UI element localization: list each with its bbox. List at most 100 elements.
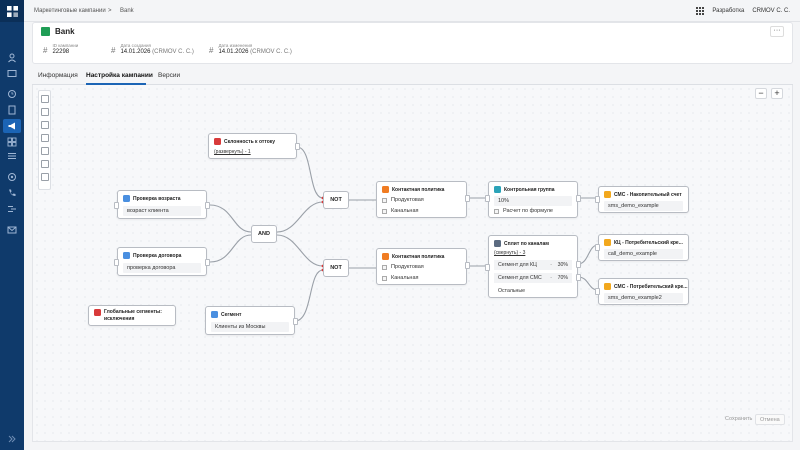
input-port[interactable] <box>595 244 600 251</box>
checkbox-channel[interactable]: Канальная <box>382 275 419 281</box>
output-port[interactable] <box>295 143 300 150</box>
more-menu-button[interactable]: ··· <box>770 26 784 37</box>
sidebar-item-chat[interactable] <box>3 67 21 81</box>
split-row-rest[interactable]: Остальные <box>498 288 526 294</box>
node-field[interactable]: call_demo_example <box>604 249 683 259</box>
tab-info[interactable]: Информация <box>38 72 78 79</box>
zoom-out-button[interactable]: − <box>755 88 767 99</box>
output-port-kc[interactable] <box>576 261 581 268</box>
node-sms-savings[interactable]: СМС - Накопительный счет sms_demo_exampl… <box>595 186 689 213</box>
policy-icon <box>382 186 389 193</box>
sidebar-item-documents[interactable] <box>3 103 21 117</box>
node-contact-policy-bottom[interactable]: Контактная политика Продуктовая Канальна… <box>376 248 470 285</box>
sidebar-item-settings[interactable] <box>3 170 21 184</box>
checkbox-channel[interactable]: Канальная <box>382 208 419 214</box>
node-header: Контактная политика <box>382 253 444 260</box>
output-port[interactable] <box>576 195 581 202</box>
node-title: Контрольная группа <box>504 186 555 193</box>
output-port[interactable] <box>465 262 470 269</box>
control-percent-field[interactable]: 10% <box>494 196 572 206</box>
mail-icon <box>7 226 17 234</box>
sidebar-expand[interactable] <box>3 432 21 446</box>
sidebar-item-users[interactable] <box>3 51 21 65</box>
flow-canvas[interactable]: − + Склонность к оттоку (развернуть) - 1… <box>32 85 793 442</box>
tool-phone-icon[interactable] <box>41 185 49 189</box>
phone-channel-icon <box>604 239 611 246</box>
zoom-in-button[interactable]: + <box>771 88 783 99</box>
input-port[interactable] <box>114 202 119 209</box>
sidebar-item-lists[interactable] <box>3 149 21 163</box>
node-segment[interactable]: Сегмент Клиенты из Москвы <box>205 306 298 335</box>
node-sms-consumer[interactable]: СМС - Потребительский кре... sms_demo_ex… <box>595 278 689 305</box>
edge-and-not2 <box>276 234 324 267</box>
node-churn[interactable]: Склонность к оттоку (развернуть) - 1 <box>208 133 300 159</box>
node-field[interactable]: sms_demo_example2 <box>604 293 683 303</box>
sidebar-item-flows[interactable] <box>3 202 21 216</box>
sidebar-item-modules[interactable] <box>3 135 21 149</box>
tab-campaign-settings[interactable]: Настройка кампании <box>86 72 153 79</box>
tool-split-icon[interactable] <box>41 147 49 155</box>
checkbox-product[interactable]: Продуктовая <box>382 197 424 203</box>
environment-label[interactable]: Разработка <box>712 8 745 14</box>
sidebar-item-history[interactable] <box>3 87 21 101</box>
sidebar-item-campaigns[interactable] <box>3 119 21 133</box>
sidebar-item-calls[interactable] <box>3 186 21 200</box>
cancel-button[interactable]: Отмена <box>755 414 785 425</box>
tool-filter-icon[interactable] <box>41 160 49 168</box>
node-control-group[interactable]: Контрольная группа 10% Расчет по формуле <box>485 181 581 218</box>
breadcrumb-parent[interactable]: Маркетинговые кампании <box>34 8 106 14</box>
control-group-icon <box>494 186 501 193</box>
expand-link[interactable]: (развернуть) - 1 <box>214 149 251 155</box>
tab-versions[interactable]: Версии <box>158 72 181 79</box>
flow-connections <box>209 146 599 322</box>
tool-branch-icon[interactable] <box>41 134 49 142</box>
edge-contract-and <box>209 234 252 263</box>
input-port[interactable] <box>485 195 490 202</box>
node-not-top[interactable]: NOT <box>323 191 349 209</box>
tool-segment-icon[interactable] <box>41 108 49 116</box>
grid-icon <box>7 137 17 147</box>
collapse-link[interactable]: (свернуть) - 3 <box>494 250 526 256</box>
output-port[interactable] <box>205 202 210 209</box>
node-field[interactable]: проверка договора <box>123 263 201 273</box>
node-contract-check[interactable]: Проверка договора проверка договора <box>114 247 210 276</box>
tool-condition-icon[interactable] <box>41 95 49 103</box>
topbar: Маркетинговые кампании > Bank Разработка… <box>24 0 800 22</box>
sidebar-item-mail[interactable] <box>3 223 21 237</box>
node-field[interactable]: sms_demo_example <box>604 201 683 211</box>
input-port[interactable] <box>114 259 119 266</box>
node-age-check[interactable]: Проверка возраста возраст клиента <box>114 190 210 219</box>
split-row-sms[interactable]: Сегмент для СМС-70% <box>494 273 572 283</box>
checkbox-product[interactable]: Продуктовая <box>382 264 424 270</box>
meta-label: ID кампании <box>52 43 79 48</box>
node-not-bottom[interactable]: NOT <box>323 259 349 277</box>
input-port[interactable] <box>595 288 600 295</box>
apps-grid-icon[interactable] <box>696 7 705 15</box>
node-field[interactable]: Клиенты из Москвы <box>211 322 289 332</box>
node-header: СМС - Накопительный счет <box>604 191 682 198</box>
output-port[interactable] <box>293 318 298 325</box>
output-port[interactable] <box>465 195 470 202</box>
tool-policy-icon[interactable] <box>41 121 49 129</box>
save-button[interactable]: Сохранить <box>725 416 753 422</box>
user-name[interactable]: CRMOV C. C. <box>752 8 790 14</box>
output-port-sms[interactable] <box>576 274 581 281</box>
bank-icon <box>41 27 50 36</box>
input-port[interactable] <box>485 264 490 271</box>
app-logo[interactable] <box>0 0 24 22</box>
node-and[interactable]: AND <box>251 225 277 243</box>
node-global-segments[interactable]: Глобальные сегменты: исключения <box>88 305 176 326</box>
checkbox-formula[interactable]: Расчет по формуле <box>494 208 553 214</box>
input-port[interactable] <box>595 196 600 203</box>
node-channel-split[interactable]: Сплит по каналам (свернуть) - 3 Сегмент … <box>485 235 581 298</box>
node-contact-policy-top[interactable]: Контактная политика Продуктовая Канальна… <box>376 181 470 218</box>
output-port[interactable] <box>205 259 210 266</box>
node-field[interactable]: возраст клиента <box>123 206 201 216</box>
split-row-kc[interactable]: Сегмент для КЦ-30% <box>494 260 572 270</box>
node-kc-consumer[interactable]: КЦ - Потребительский кре... call_demo_ex… <box>595 234 689 261</box>
node-title: Контактная политика <box>392 186 445 193</box>
settings-icon <box>8 173 16 181</box>
tool-message-icon[interactable] <box>41 173 49 181</box>
